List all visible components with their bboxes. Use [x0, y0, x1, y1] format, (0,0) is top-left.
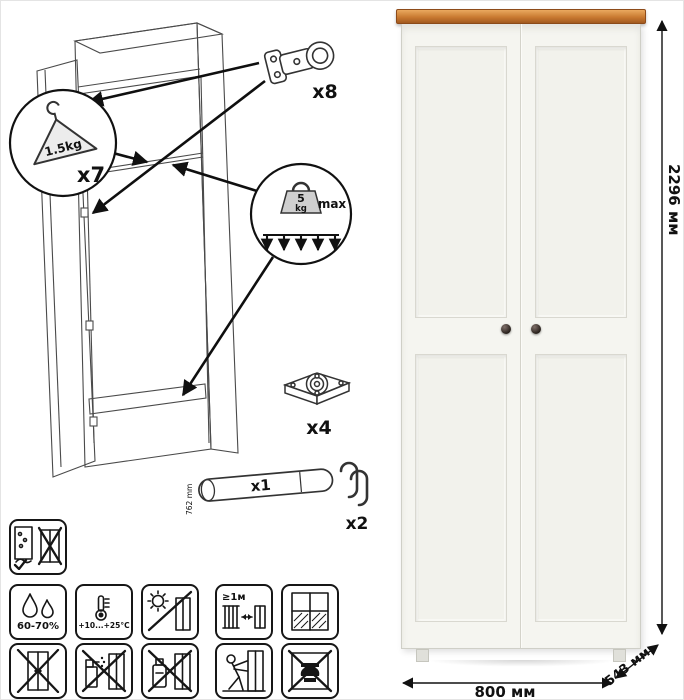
wardrobe-right-foot	[613, 649, 626, 662]
floor-shadow	[396, 660, 648, 669]
hook-icon	[339, 461, 369, 507]
foot-count-label: x4	[306, 417, 331, 439]
hanger-icon: 1.5kg	[33, 100, 98, 166]
load-value-label: 5	[297, 192, 305, 205]
hanger-callout: 1.5kg x7	[8, 88, 118, 198]
distance-label: ≥1м	[222, 591, 246, 603]
height-dimension: 2296 мм	[656, 19, 683, 636]
wardrobe-right-door	[521, 24, 640, 648]
left-door-lower-panel	[415, 354, 507, 622]
rod-count-label: x1	[250, 476, 272, 496]
foot-icon	[282, 372, 352, 406]
warning-icon-no-spray	[75, 643, 133, 699]
right-door-knob	[531, 324, 541, 334]
right-door-lower-panel	[535, 354, 627, 622]
pointer-arrows	[87, 61, 275, 397]
left-door-upper-panel	[415, 46, 507, 318]
load-max-label: max	[318, 197, 347, 211]
care-icon-ventilation	[281, 584, 339, 640]
hinge-count-label: x8	[312, 81, 337, 103]
hinge-icon	[263, 41, 335, 85]
heater-distance-icon	[222, 605, 266, 630]
width-dimension: 800 мм	[401, 677, 614, 700]
no-heavy-items-icon	[287, 649, 333, 693]
width-label: 800 мм	[474, 683, 535, 700]
wardrobe-left-foot	[416, 649, 429, 662]
no-spray-icon	[81, 649, 127, 693]
technical-drawing: 1.5kg x7 5 kg max	[8, 22, 369, 534]
load-callout: 5 kg max	[249, 162, 353, 266]
height-label: 2296 мм	[665, 164, 683, 236]
left-door-knob	[501, 324, 511, 334]
no-solvents-icon	[147, 649, 193, 693]
weight-icon: 5 kg	[280, 181, 322, 214]
hook-count-label: x2	[346, 514, 369, 534]
sun-shade-icon	[147, 590, 193, 632]
temperature-label: +10...+25°С	[78, 621, 130, 631]
humidity-icon	[22, 592, 54, 618]
window-icon	[291, 592, 329, 631]
wardrobe-body	[401, 24, 641, 649]
thermometer-icon	[95, 595, 110, 621]
wardrobe-top-board	[396, 9, 646, 24]
care-icon-humidity: 60-70%	[9, 584, 67, 640]
care-icon-no-direct-sunlight	[141, 584, 199, 640]
wipe-condensation-icon	[13, 526, 63, 570]
care-icon-temperature: +10...+25°С	[75, 584, 133, 640]
right-door-upper-panel	[535, 46, 627, 318]
rod-length-label: 762 mm	[185, 484, 194, 515]
warning-icon-no-wet-cleaning	[9, 643, 67, 699]
humidity-label: 60-70%	[16, 620, 59, 632]
care-icon-wipe-condensation	[9, 519, 67, 575]
distributed-load-arrows	[260, 233, 342, 252]
warning-icon-no-heavy-items	[281, 643, 339, 699]
warning-icon-no-solvents	[141, 643, 199, 699]
warning-icon-do-not-drag	[215, 643, 273, 699]
hanger-count-label: x7	[77, 163, 105, 187]
load-unit-label: kg	[295, 204, 307, 214]
wardrobe-left-door	[402, 24, 521, 648]
no-wet-cleaning-icon	[16, 649, 60, 693]
care-icon-heater-distance: ≥1м	[215, 584, 273, 640]
do-not-drag-icon	[222, 650, 266, 692]
rod-icon: x1	[198, 468, 334, 502]
wardrobe-product-image	[396, 9, 648, 669]
